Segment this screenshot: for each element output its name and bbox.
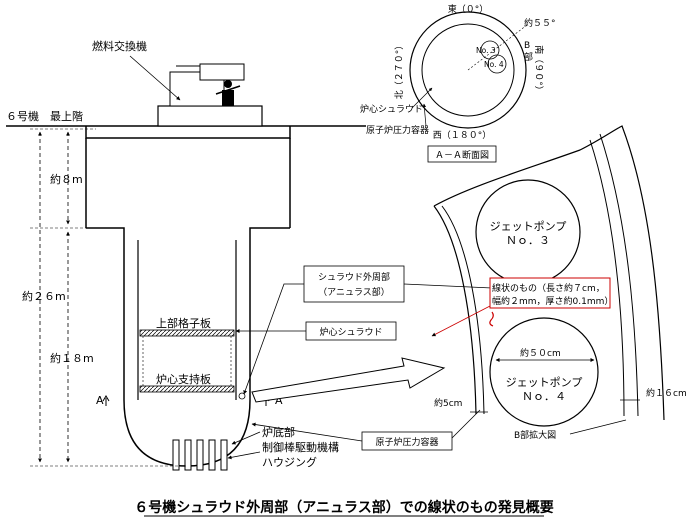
sec-west: 西（１８０°） (433, 130, 492, 141)
rpv-circle (409, 11, 527, 129)
finding-label-2: 幅約２mm，厚さ約0.1mm） (492, 295, 613, 307)
dim-8m: 約８m (50, 172, 83, 186)
finding-location-marker (238, 392, 246, 400)
shroud-outer-label-2: （アニュラス部） (318, 286, 390, 298)
rpv-label: 原子炉圧力容器 (375, 436, 438, 448)
jet-pump-4-circle (487, 54, 507, 74)
shroud-wall-inner (441, 205, 485, 415)
sec-no4: No. 4 (484, 60, 504, 69)
pump3-label-2: Ｎｏ．３ (506, 234, 550, 247)
dim-50cm: 約５０cm (520, 347, 561, 359)
fuel-exchange-machine (157, 63, 263, 127)
shroud-outer-box (303, 265, 405, 303)
rpv-wall-outer (599, 133, 639, 417)
pump3-label-1: ジェットポンプ (490, 220, 567, 233)
rpv-wall-inner (589, 139, 625, 417)
upper-grid-plate (139, 329, 235, 337)
detail-caption: B部拡大図 (514, 429, 556, 441)
diagram-title: ６号機シュラウド外周部（アニュラス部）での線状のもの発見概要 (134, 499, 553, 516)
shroud-wall-outer (433, 205, 477, 415)
dim-18m: 約１８m (50, 351, 94, 365)
crd-label-2: ハウジング (262, 455, 317, 469)
enlarged-vessel-outline (433, 125, 665, 421)
core-support-plate (139, 385, 235, 393)
sec-east: 東（０°） (448, 3, 489, 15)
section-a-left: A (96, 394, 104, 407)
sec-rpv: 原子炉圧力容器 (366, 124, 429, 136)
section-a-right: A (275, 394, 283, 407)
dim-5cm: 約5cm (434, 397, 462, 409)
sec-no3: No. 3 (476, 46, 496, 55)
enlarge-arrow (251, 357, 446, 403)
sec-core-shroud: 炉心シュラウド (360, 103, 423, 115)
dimension-lines (30, 128, 186, 467)
crd-label-1: 制御棒駆動機構 (262, 440, 339, 454)
section-caption-box (427, 145, 497, 163)
crd-housings (172, 439, 228, 471)
reactor-elevation: ６号機 最上階 燃料交換機 上部格子板 炉心支持板 (6, 39, 366, 471)
floor-label: ６号機 最上階 (6, 109, 83, 123)
fuel-machine-label: 燃料交換機 (92, 39, 147, 53)
finding-box (489, 277, 611, 309)
sec-north: 北（２７０°） (394, 41, 405, 100)
bottom-label: 炉底部 (262, 425, 295, 439)
sec-b-2: 部 (524, 51, 533, 63)
pump4-label-1: ジェットポンプ (506, 376, 583, 389)
shroud-circle (421, 23, 515, 117)
dim-16cm: 約１６cm (646, 387, 687, 399)
dim-26m: 約２６m (22, 289, 66, 303)
callouts: シュラウド外周部 （アニュラス部） 炉心シュラウド 原子炉圧力容器 (235, 265, 493, 451)
jet-pump-4 (489, 317, 599, 427)
section-caption: Ａ－Ａ断面図 (435, 149, 489, 161)
section-view: No. 3 No. 4 東（０°） 北（２７０°） 南（９０°） 西（１８０°）… (360, 3, 556, 163)
sec-b-1: B (524, 41, 530, 51)
b-part-enlarged: ジェットポンプ Ｎｏ．３ ジェットポンプ Ｎｏ．４ 約５０cm 線状のもの（長さ… (431, 125, 687, 441)
jet-pump-3-circle (480, 40, 500, 60)
shroud-outer-label-1: シュラウド外周部 (318, 271, 390, 283)
sec-deg55: 約５５° (524, 17, 556, 29)
finding-label-1: 線状のもの（長さ約７cm， (492, 282, 605, 294)
pump4-label-2: Ｎｏ．４ (522, 390, 566, 403)
core-shroud-label: 炉心シュラウド (319, 326, 382, 338)
sec-south: 南（９０°） (533, 45, 545, 95)
reactor-well-top (85, 126, 291, 139)
upper-grid-label: 上部格子板 (156, 316, 211, 330)
finding-mark (489, 311, 494, 327)
core-support-label: 炉心支持板 (156, 372, 211, 386)
